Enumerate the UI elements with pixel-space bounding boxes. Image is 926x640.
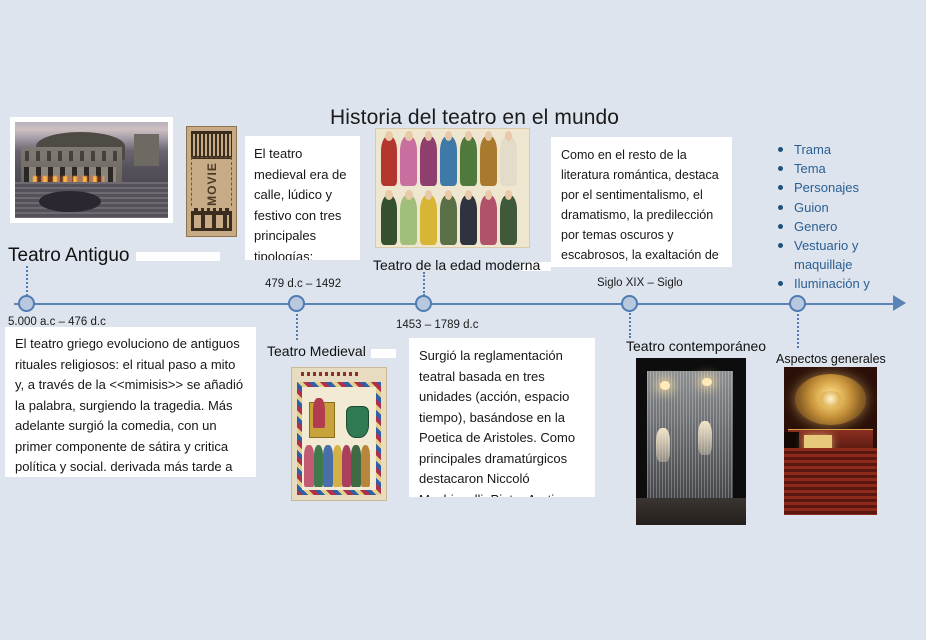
list-item-label: Guion <box>794 199 829 215</box>
stem-moderna <box>423 272 427 296</box>
date-label-medieval: 479 d.c – 1492 <box>265 278 342 290</box>
list-item: Trama <box>778 140 926 159</box>
list-item: Genero <box>778 217 926 236</box>
list-item-label: Trama <box>794 142 832 157</box>
contemporary-installation-photo <box>636 358 746 525</box>
card-medieval-text: El teatro medieval era de calle, lúdico … <box>254 146 347 260</box>
bullet-dot-icon <box>778 243 783 249</box>
list-item: maquillaje <box>778 255 926 274</box>
date-label-antiguo: 5.000 a.c – 476 d.c <box>8 316 106 328</box>
list-item: Tema <box>778 159 926 178</box>
era-label-medieval: Teatro Medieval <box>267 343 366 359</box>
card-moderna-text: Surgió la reglamentación teatral basada … <box>419 348 576 497</box>
stem-antiguo <box>26 266 30 296</box>
list-item-label: Vestuario y <box>794 238 859 254</box>
bullet-dot-icon <box>778 204 783 210</box>
era-tailbar-moderna <box>521 262 551 271</box>
era-tailbar-medieval <box>371 349 396 358</box>
aspectos-generales-list: Trama Tema Personajes Guion Genero Vestu… <box>760 140 926 294</box>
stem-medieval <box>296 310 300 340</box>
stem-aspectos <box>797 310 801 348</box>
card-antiguo-description: El teatro griego evoluciono de antiguos … <box>5 327 256 477</box>
renaissance-costume-plate <box>375 128 530 248</box>
page-title: Historia del teatro en el mundo <box>330 106 620 129</box>
list-item-label: Genero <box>794 218 838 234</box>
card-antiguo-text: El teatro griego evoluciono de antiguos … <box>15 336 244 474</box>
card-contemporaneo-text: Como en el resto de la literatura románt… <box>561 148 719 262</box>
greek-theatre-photo <box>10 117 173 223</box>
ornate-opera-house-photo <box>784 367 877 515</box>
list-item-label: Iluminación y <box>794 276 870 292</box>
costume-row-top <box>376 129 529 188</box>
era-label-antiguo: Teatro Antiguo <box>8 245 130 266</box>
illuminated-manuscript-image <box>291 367 387 501</box>
stem-contemporaneo <box>629 310 633 338</box>
costume-row-bottom <box>376 188 529 247</box>
list-item: Guion <box>778 198 926 217</box>
bullet-dot-icon <box>778 185 783 191</box>
list-item: Vestuario y <box>778 236 926 255</box>
card-contemporaneo-description: Como en el resto de la literatura románt… <box>551 137 732 267</box>
list-item-label: Tema <box>794 161 826 177</box>
ticket-barcode <box>191 131 232 159</box>
timeline-axis <box>14 303 902 305</box>
bullet-dot-icon <box>778 147 783 152</box>
timeline-node-contemporaneo[interactable] <box>621 295 638 312</box>
timeline-arrow-icon <box>893 295 906 311</box>
list-item-label: maquillaje <box>794 257 853 273</box>
timeline-node-medieval[interactable] <box>288 295 305 312</box>
era-tailbar-antiguo <box>136 252 220 261</box>
date-label-moderna: 1453 – 1789 d.c <box>396 319 479 331</box>
era-label-contemporaneo: Teatro contemporáneo <box>626 338 767 354</box>
timeline-node-aspectos[interactable] <box>789 295 806 312</box>
ticket-label: MOVIE <box>204 162 219 206</box>
list-item-label: Personajes <box>794 180 860 196</box>
list-item: Iluminación y <box>778 274 926 293</box>
era-label-aspectos: Aspectos generales <box>776 352 886 366</box>
timeline-node-moderna[interactable] <box>415 295 432 312</box>
list-item: Personajes <box>778 178 926 197</box>
bullet-dot-icon <box>778 166 783 172</box>
bullet-dot-icon <box>778 223 783 229</box>
vintage-movie-ticket-graphic: MOVIE <box>186 126 237 237</box>
card-moderna-description: Surgió la reglamentación teatral basada … <box>409 338 595 497</box>
card-medieval-description: El teatro medieval era de calle, lúdico … <box>245 136 360 260</box>
ticket-filmstrip <box>191 208 232 231</box>
era-label-moderna: Teatro de la edad moderna <box>373 257 541 273</box>
timeline-node-antiguo[interactable] <box>18 295 35 312</box>
date-label-contemporaneo: Siglo XIX – Siglo <box>597 277 683 289</box>
bullet-dot-icon <box>778 281 783 287</box>
